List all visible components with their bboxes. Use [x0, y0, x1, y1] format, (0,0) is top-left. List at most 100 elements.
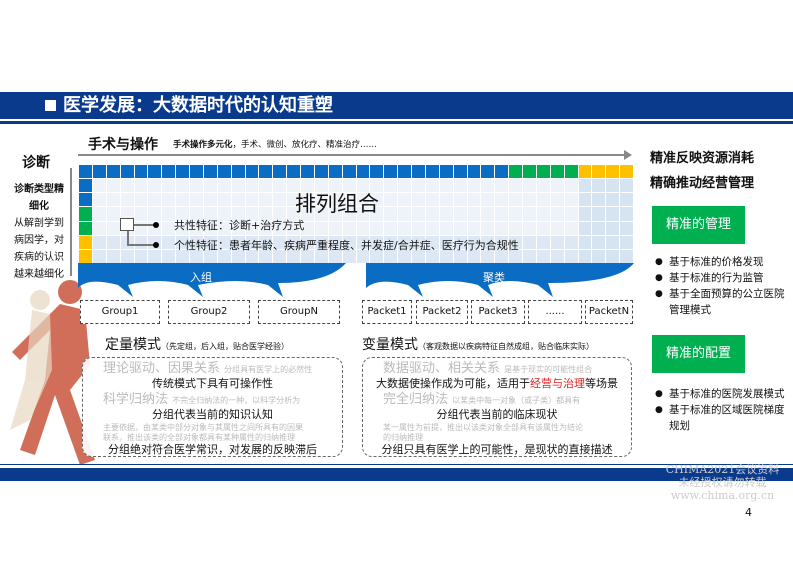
- highlight-text: 经营与治理: [530, 377, 585, 390]
- variable-line: 分组只具有医学上的可能性，是现状的直接描述: [381, 443, 613, 456]
- grid-cell: [453, 235, 467, 249]
- grid-cell: [217, 249, 231, 263]
- header-underline: [0, 121, 793, 124]
- grid-cell: [384, 221, 398, 235]
- grid-cell: [412, 235, 425, 249]
- grid-cell: [495, 165, 509, 179]
- connector: [127, 244, 154, 246]
- grid-cell: [314, 179, 328, 193]
- grid-cell: [439, 193, 453, 207]
- grid-cell: [328, 207, 342, 221]
- grid-cell: [217, 165, 231, 179]
- grid-cell: [231, 207, 245, 221]
- connector: [134, 224, 154, 226]
- grid-cell: [564, 221, 578, 235]
- grid-cell: [328, 179, 342, 193]
- grid-cell: [273, 249, 287, 263]
- grid-cell: [398, 221, 411, 235]
- right-flow-label: 聚类: [483, 271, 505, 284]
- list-item: 基于全面预算的公立医院管理模式: [655, 286, 790, 318]
- grid-cell: [314, 207, 328, 221]
- grid-cell: [106, 165, 120, 179]
- grid-cell: [467, 179, 481, 193]
- grid-cell: [578, 207, 592, 221]
- grid-cell: [217, 207, 231, 221]
- grid-cell: [578, 193, 592, 207]
- grid-cell: [509, 221, 522, 235]
- grid-cell: [314, 165, 328, 179]
- grid-cell: [439, 179, 453, 193]
- grid-cell: [245, 235, 259, 249]
- grid-cell: [134, 249, 148, 263]
- grid-cell: [606, 207, 620, 221]
- grid-cell: [536, 235, 550, 249]
- group-box: Group2: [168, 300, 250, 324]
- list-item: 基于标准的医院发展模式: [655, 386, 790, 402]
- grid-cell: [301, 249, 314, 263]
- grid-cell: [217, 193, 231, 207]
- grid-cell: [79, 235, 92, 249]
- grid-cell: [190, 235, 203, 249]
- variable-mode-title: 变量模式（客观数据以疾病特征自然成组，贴合临床实际）: [362, 337, 594, 353]
- grid-cell: [245, 193, 259, 207]
- grid-cell: [481, 193, 495, 207]
- grid-cell: [620, 179, 633, 193]
- grid-cell: [606, 249, 620, 263]
- grid-cell: [439, 249, 453, 263]
- grid-cell: [79, 165, 92, 179]
- grid-cell: [412, 207, 425, 221]
- grid-cell: [92, 165, 106, 179]
- list-item: 基于标准的行为监管: [655, 270, 790, 286]
- right-heading: 精确推动经营管理: [650, 176, 755, 191]
- grid-cell: [425, 249, 439, 263]
- grid-cell: [287, 179, 300, 193]
- variable-mode-box: 数据驱动、相关关系 是基于现实的可能性组合 大数据使操作成为可能，适用于经营与治…: [362, 357, 632, 457]
- right-heading: 精准反映资源消耗: [650, 151, 755, 166]
- grid-cell: [412, 221, 425, 235]
- grid-cell: [259, 221, 273, 235]
- grid-cell: [176, 221, 189, 235]
- grid-cell: [550, 235, 564, 249]
- grid-cell: [620, 235, 633, 249]
- individual-feature: 个性特征：患者年龄、疾病严重程度、并发症/合并症、医疗行为合规性: [174, 239, 519, 252]
- grid-cell: [370, 165, 384, 179]
- grid-cell: [342, 193, 356, 207]
- grid-cell: [425, 193, 439, 207]
- grid-cell: [384, 235, 398, 249]
- variable-line: 大数据使操作成为可能，适用于经营与治理等场景: [376, 377, 618, 390]
- grid-cell: [342, 207, 356, 221]
- grid-label: 排列组合: [295, 192, 379, 216]
- grid-cell: [467, 249, 481, 263]
- grid-cell: [203, 235, 217, 249]
- grid-cell: [217, 235, 231, 249]
- grid-cell: [287, 193, 300, 207]
- diagnosis-title: 诊断: [22, 155, 50, 171]
- grid-cell: [523, 221, 536, 235]
- quant-line: 分组绝对符合医学常识，对发展的反映滞后: [108, 443, 317, 456]
- grid-cell: [301, 235, 314, 249]
- grid-cell: [106, 249, 120, 263]
- operations-subtitle: 手术操作多元化，手术、微创、放化疗、精准治疗……: [173, 138, 377, 150]
- grid-cell: [439, 165, 453, 179]
- grid-cell: [301, 207, 314, 221]
- left-flow-label: 入组: [190, 271, 212, 284]
- grid-cell: [481, 179, 495, 193]
- faded-text: 科学归纳法 不完全归纳法的一种，以科学分析为: [103, 392, 301, 407]
- grid-cell: [92, 193, 106, 207]
- grid-cell: [495, 193, 509, 207]
- grid-cell: [356, 235, 370, 249]
- group-box: Group1: [80, 300, 160, 324]
- variable-mode-subtitle: （客观数据以疾病特征自然成组，贴合临床实际）: [418, 342, 594, 351]
- grid-cell: [467, 235, 481, 249]
- grid-cell: [564, 249, 578, 263]
- grid-cell: [217, 221, 231, 235]
- grid-cell: [384, 193, 398, 207]
- operations-title: 手术与操作: [88, 137, 158, 153]
- grid-cell: [370, 207, 384, 221]
- grid-cell: [620, 207, 633, 221]
- grid-cell: [592, 193, 606, 207]
- grid-cell: [176, 193, 189, 207]
- anatomy-runner-image: [10, 280, 95, 465]
- precise-allocation-label: 精准的配置: [652, 335, 745, 373]
- grid-cell: [398, 193, 411, 207]
